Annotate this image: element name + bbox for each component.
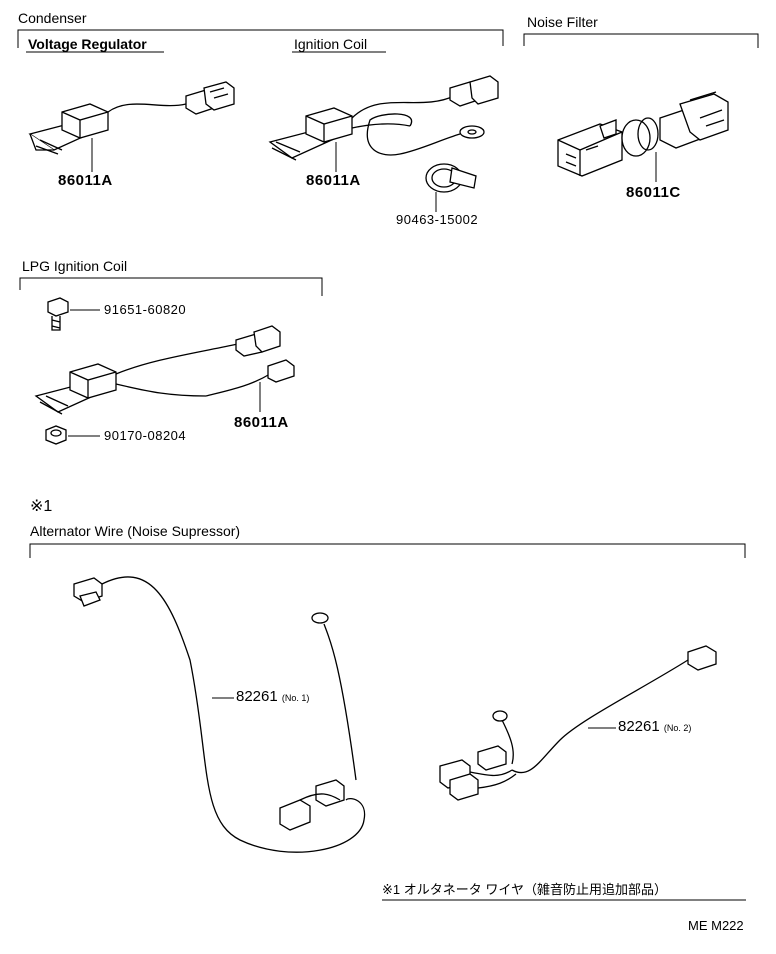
part-number-ic-clamp: 90463-15002 xyxy=(396,212,479,227)
part-number-vr-condenser: 86011A xyxy=(58,172,113,189)
alt-wire-1-subtitle: (No. 1) xyxy=(281,693,310,703)
part-number-ic-condenser: 86011A xyxy=(306,172,361,189)
page-code: ME M222 xyxy=(688,918,744,933)
lpg-condenser-part xyxy=(36,326,294,414)
footnote: ※1 オルタネータ ワイヤ（雑音防止用追加部品） xyxy=(382,882,667,897)
alt-wire-1-number: 82261 xyxy=(236,688,278,705)
part-number-noise-filter: 86011C xyxy=(626,184,681,201)
alternator-bracket xyxy=(30,544,745,558)
part-number-alt-wire-1: 82261 (No. 1) xyxy=(236,688,309,705)
condenser-header: Condenser xyxy=(18,10,87,26)
part-number-lpg-bolt: 91651-60820 xyxy=(104,302,187,317)
noise-filter-header: Noise Filter xyxy=(527,14,598,30)
part-number-lpg-condenser: 86011A xyxy=(234,414,289,431)
vr-condenser-part xyxy=(30,82,234,172)
alt-wire-1-part xyxy=(74,577,365,852)
lpg-bracket xyxy=(20,278,322,296)
part-number-lpg-nut: 90170-08204 xyxy=(104,428,187,443)
alternator-wire-header: Alternator Wire (Noise Supressor) xyxy=(30,523,241,539)
lpg-bolt-part xyxy=(48,298,100,330)
ignition-coil-header: Ignition Coil xyxy=(294,36,368,52)
part-number-alt-wire-2: 82261 (No. 2) xyxy=(618,718,691,735)
alt-wire-2-subtitle: (No. 2) xyxy=(663,723,692,733)
noise-filter-bracket xyxy=(524,34,758,48)
lpg-ignition-coil-header: LPG Ignition Coil xyxy=(22,258,128,274)
noise-filter-part xyxy=(558,92,728,182)
alt-wire-2-number: 82261 xyxy=(618,718,660,735)
condenser-bracket xyxy=(18,30,503,48)
lpg-nut-part xyxy=(46,426,100,444)
ic-clamp-part xyxy=(426,164,476,212)
alt-wire-2-part xyxy=(440,646,716,800)
voltage-regulator-header: Voltage Regulator xyxy=(28,36,147,52)
ic-condenser-part xyxy=(270,76,498,172)
note-ref-mark: ※1 xyxy=(30,498,53,515)
